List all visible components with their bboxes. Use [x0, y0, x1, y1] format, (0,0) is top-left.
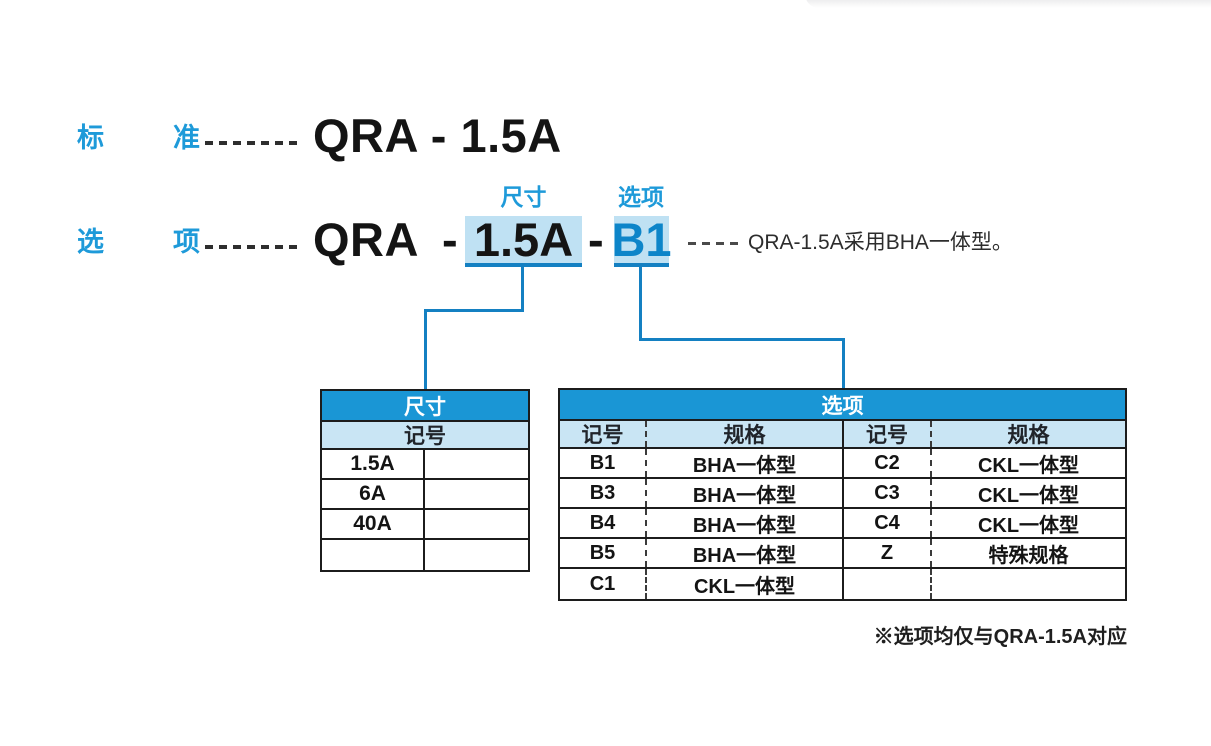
size-connector-line	[424, 309, 427, 390]
option-connector-line	[639, 338, 845, 341]
size-spec-cell	[425, 510, 528, 538]
size-connector-line	[424, 309, 524, 312]
option-annotation: QRA-1.5A采用BHA一体型。	[748, 231, 1013, 254]
option-spec-cell: CKL一体型	[930, 509, 1125, 537]
option-label-char-1: 选	[77, 227, 104, 257]
option-symbol-cell: B5	[589, 541, 616, 564]
size-table-title: 尺寸	[322, 391, 528, 420]
leader-dashes	[205, 245, 301, 249]
option-code-box: B1	[611, 213, 672, 267]
size-connector-line	[521, 266, 524, 312]
size-tag: 尺寸	[500, 184, 547, 210]
option-model-prefix: QRA	[313, 213, 419, 266]
table-row: 6A	[322, 480, 528, 510]
size-symbol-cell	[322, 540, 425, 570]
option-spec-cell: BHA一体型	[645, 449, 842, 477]
option-symbol-cell: C2	[842, 449, 930, 477]
size-table: 尺寸 记号 1.5A 6A 40A	[320, 389, 530, 572]
leader-dashes	[205, 141, 301, 145]
option-spec-cell: BHA一体型	[645, 539, 842, 567]
option-tag: 选项	[618, 184, 664, 210]
option-code-value: B1	[611, 213, 672, 266]
option-connector-line	[639, 266, 642, 341]
model-separator: -	[442, 213, 459, 266]
option-label: 选 项	[77, 228, 200, 256]
option-table-header-row: 记号 规格 记号 规格	[560, 419, 1125, 449]
size-table-subheader: 记号	[322, 420, 528, 450]
option-table: 选项 记号 规格 记号 规格 B1 BHA一体型 C2 CKL一体型 B3 BH…	[558, 388, 1127, 601]
option-table-title: 选项	[560, 390, 1125, 419]
option-spec-cell: BHA一体型	[645, 509, 842, 537]
option-spec-cell: BHA一体型	[645, 479, 842, 507]
table-row: 40A	[322, 510, 528, 540]
option-symbol-cell: B1	[589, 451, 616, 474]
option-label-char-2: 项	[173, 227, 200, 257]
table-row: C1 CKL一体型	[560, 569, 1125, 599]
size-spec-cell	[425, 540, 528, 570]
option-symbol-cell: Z	[842, 539, 930, 567]
option-table-footnote: ※选项均仅与QRA-1.5A对应	[873, 626, 1127, 648]
option-symbol-cell: C4	[842, 509, 930, 537]
table-row	[322, 540, 528, 570]
table-row: B4 BHA一体型 C4 CKL一体型	[560, 509, 1125, 539]
size-spec-cell	[425, 480, 528, 508]
option-spec-cell	[930, 569, 1125, 599]
table-row: B1 BHA一体型 C2 CKL一体型	[560, 449, 1125, 479]
standard-label-char-1: 标	[77, 123, 104, 153]
header-spec: 规格	[645, 421, 842, 447]
standard-label: 标 准	[77, 124, 200, 152]
option-spec-cell: CKL一体型	[645, 569, 842, 599]
size-symbol-cell: 1.5A	[322, 450, 425, 478]
header-symbol: 记号	[842, 421, 930, 447]
size-symbol-cell: 6A	[322, 480, 425, 508]
annotation-leader-dashes	[688, 242, 738, 245]
size-code-value: 1.5A	[473, 213, 574, 266]
option-spec-cell: CKL一体型	[930, 449, 1125, 477]
standard-model-code: QRA - 1.5A	[313, 109, 562, 162]
option-spec-cell: 特殊规格	[930, 539, 1125, 567]
option-spec-cell: CKL一体型	[930, 479, 1125, 507]
model-separator: -	[588, 213, 605, 266]
option-symbol-cell: C1	[589, 572, 616, 595]
option-symbol-cell	[842, 569, 930, 599]
option-symbol-cell: C3	[842, 479, 930, 507]
size-spec-cell	[425, 450, 528, 478]
option-connector-line	[842, 338, 845, 390]
option-symbol-cell: B3	[589, 481, 616, 504]
option-symbol-cell: B4	[589, 511, 616, 534]
header-symbol: 记号	[581, 424, 624, 447]
size-code-box: 1.5A	[465, 216, 582, 267]
table-row: B3 BHA一体型 C3 CKL一体型	[560, 479, 1125, 509]
standard-label-char-2: 准	[173, 123, 200, 153]
size-symbol-cell: 40A	[322, 510, 425, 538]
header-spec: 规格	[930, 421, 1125, 447]
table-row: 1.5A	[322, 450, 528, 480]
page-top-shadow	[805, 0, 1211, 8]
table-row: B5 BHA一体型 Z 特殊规格	[560, 539, 1125, 569]
